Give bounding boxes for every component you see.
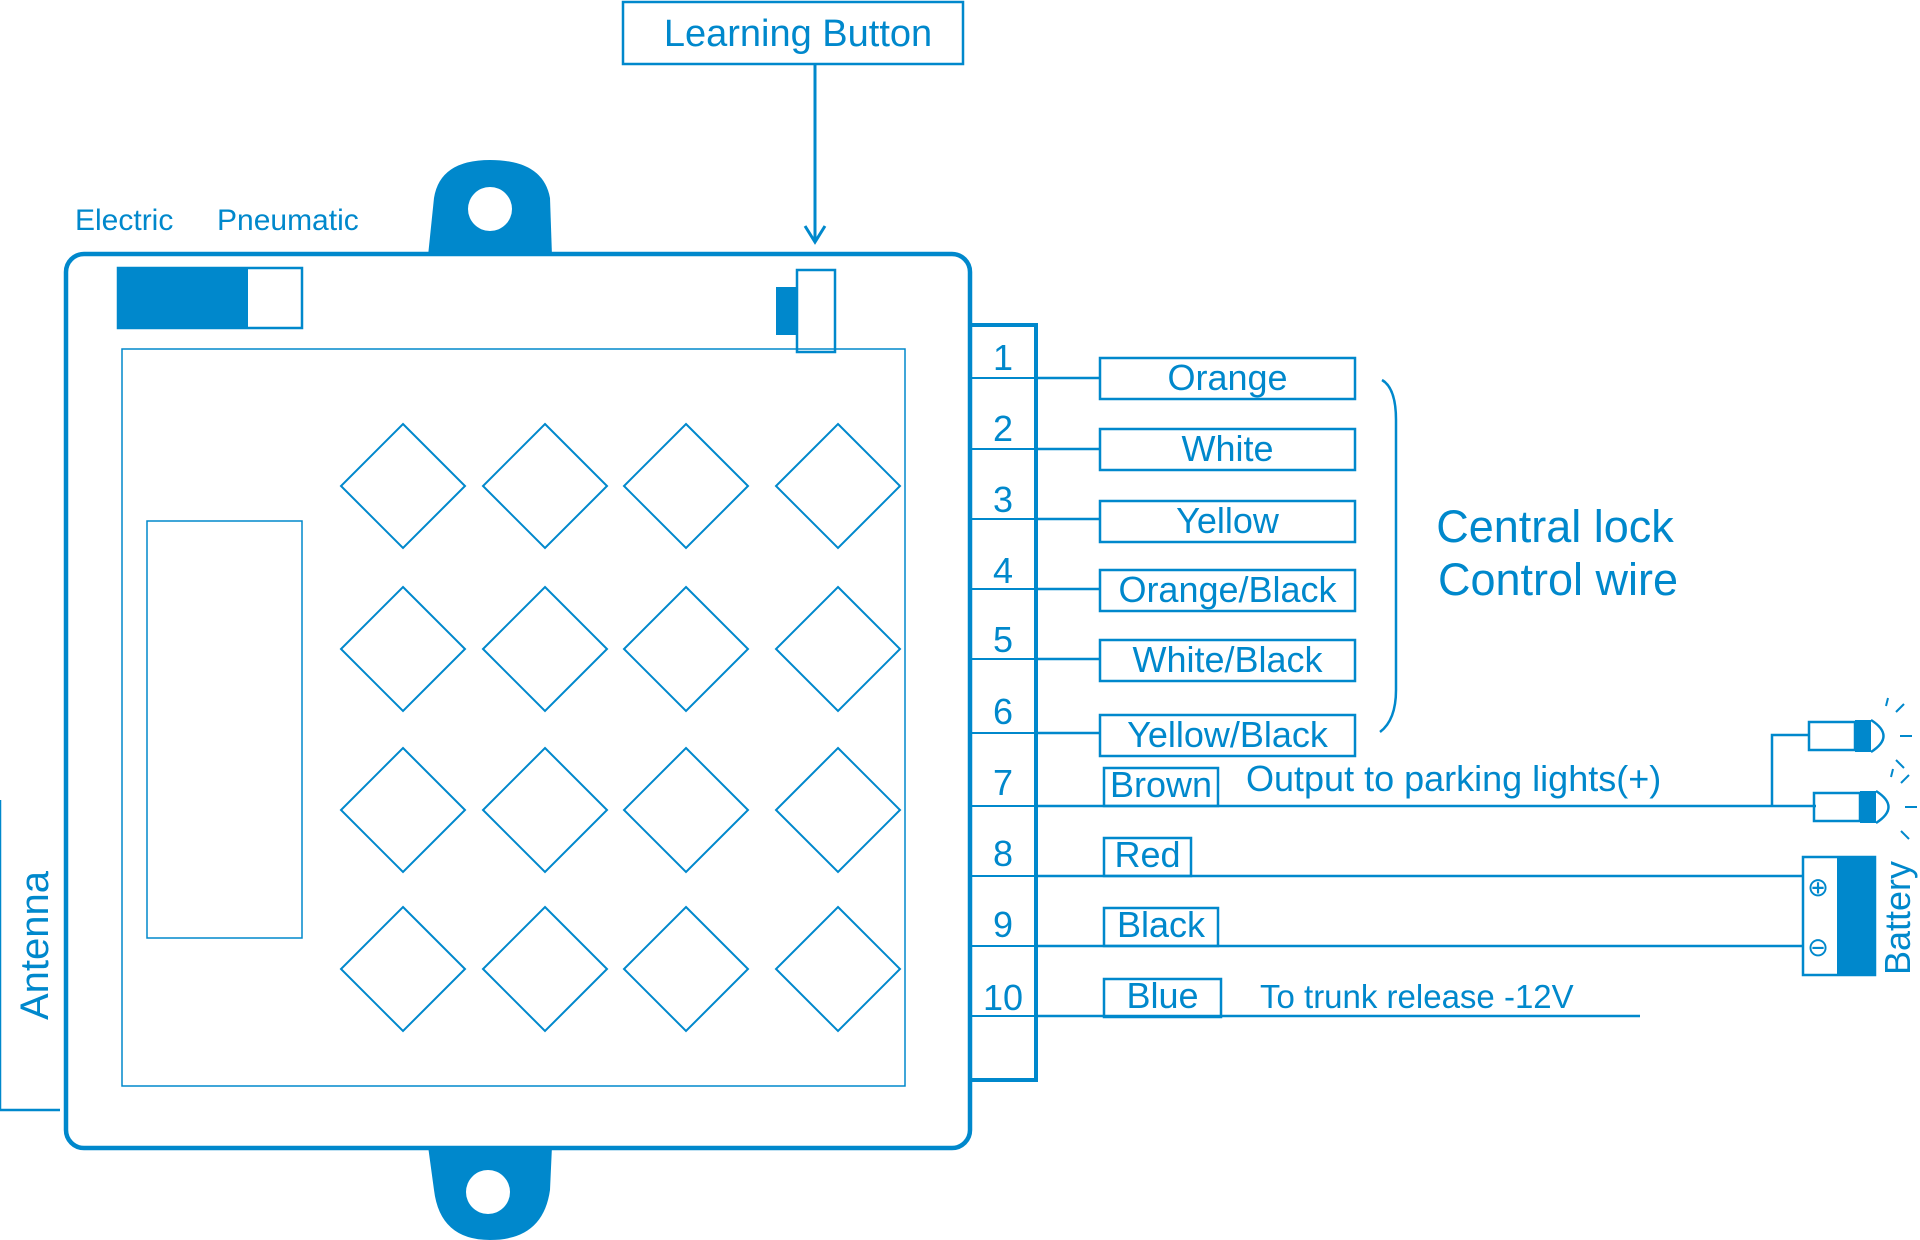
wire-color-box: [1098, 499, 1357, 544]
wire-color-box: [1098, 427, 1357, 472]
wire-color-label: Red: [1114, 834, 1180, 875]
learning-button-icon[interactable]: [776, 268, 837, 354]
parking-lamp-icon: [1807, 697, 1912, 769]
wire-color-label: Yellow: [1176, 500, 1280, 541]
diamond-key: [774, 746, 902, 874]
diamond-key: [481, 905, 609, 1033]
diamond-key: [622, 585, 750, 713]
learning-button-label-box: [621, 0, 965, 66]
wire-color-box: [1102, 766, 1220, 808]
connector-block: [968, 323, 1038, 1082]
diamond-key: [774, 585, 902, 713]
central-lock-brace: [1379, 378, 1398, 733]
module-inner-panel: [121, 348, 906, 1087]
wire-color-label: Brown: [1110, 764, 1212, 805]
diamond-key: [339, 585, 467, 713]
diamond-key: [481, 746, 609, 874]
wire-color-label: White/Black: [1132, 639, 1323, 680]
learning-button-label: Learning Button: [664, 13, 932, 55]
pin-number: 1: [993, 337, 1013, 378]
pin-number: 3: [993, 479, 1013, 520]
diamond-key: [339, 422, 467, 550]
pin-number: 4: [993, 550, 1013, 591]
diamond-key: [774, 905, 902, 1033]
pin-number: 7: [993, 762, 1013, 803]
wire-color-box: [1102, 836, 1193, 878]
battery-minus-sign: ⊖: [1807, 932, 1829, 962]
pin-number: 10: [983, 977, 1023, 1018]
wire-color-label: Yellow/Black: [1127, 714, 1329, 755]
wire-color-label: Black: [1117, 904, 1206, 945]
central-lock-label-line1: Central lock: [1436, 501, 1674, 552]
antenna-label: Antenna: [13, 870, 57, 1020]
module-label-area: [146, 520, 303, 939]
wire-color-box: [1102, 906, 1220, 948]
diamond-grid: [339, 422, 902, 1033]
mounting-tab-top: [428, 160, 552, 256]
diamond-key: [622, 746, 750, 874]
battery-plus-sign: ⊕: [1807, 872, 1829, 902]
wire-color-label: White: [1181, 428, 1273, 469]
diamond-key: [774, 422, 902, 550]
pin-number: 6: [993, 691, 1013, 732]
wire-color-box: [1098, 638, 1357, 683]
wire-color-box: [1098, 568, 1357, 613]
pin-number: 5: [993, 619, 1013, 660]
pin-number: 2: [993, 408, 1013, 449]
battery-label: Battery: [1877, 861, 1918, 975]
diamond-key: [481, 585, 609, 713]
diamond-key: [339, 905, 467, 1033]
trunk-release-label: To trunk release -12V: [1260, 978, 1574, 1015]
battery-icon: [1801, 855, 1877, 977]
parking-lights-branch-wire: [1770, 733, 1810, 806]
wire-color-box: [1102, 977, 1223, 1019]
electric-pneumatic-switch-icon[interactable]: [116, 266, 304, 330]
central-lock-label-line2: Control wire: [1438, 554, 1678, 605]
wire-color-label: Orange: [1167, 357, 1287, 398]
pneumatic-label: Pneumatic: [217, 204, 359, 237]
parking-lights-label: Output to parking lights(+): [1246, 758, 1661, 799]
diamond-key: [339, 746, 467, 874]
antenna-wire: [0, 800, 60, 1112]
diamond-key: [622, 905, 750, 1033]
wire-color-label: Orange/Black: [1118, 569, 1337, 610]
pin-number: 8: [993, 833, 1013, 874]
module-housing: [63, 251, 973, 1151]
diamond-key: [481, 422, 609, 550]
wire-color-box: [1098, 713, 1357, 758]
wire-color-label: Blue: [1126, 975, 1198, 1016]
diamond-key: [622, 422, 750, 550]
wire-color-box: [1098, 356, 1357, 401]
electric-label: Electric: [75, 204, 173, 237]
mounting-tab-bottom: [428, 1146, 552, 1240]
parking-lamp-icon: [1812, 768, 1917, 840]
pin-number: 9: [993, 904, 1013, 945]
learning-button-arrow-head: [803, 225, 827, 245]
